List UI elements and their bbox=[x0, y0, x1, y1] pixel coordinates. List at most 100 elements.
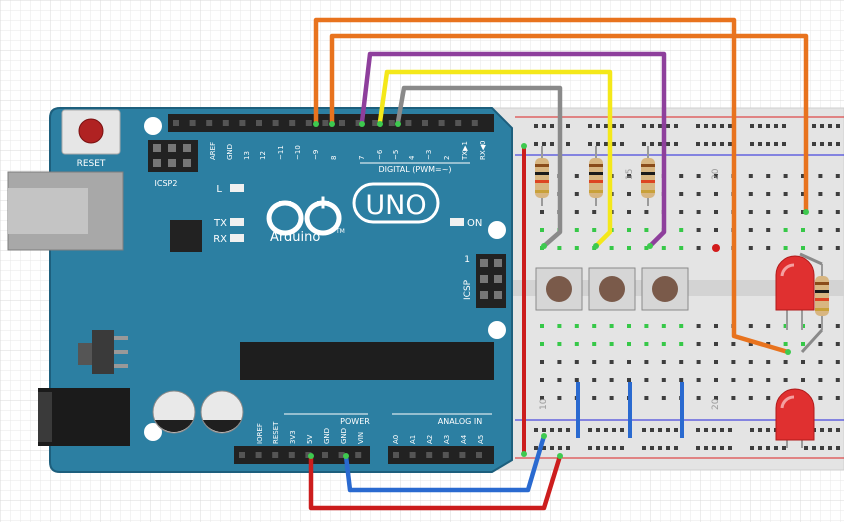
breadboard-hole[interactable] bbox=[728, 142, 732, 146]
breadboard-hole[interactable] bbox=[620, 142, 624, 146]
breadboard-hole[interactable] bbox=[766, 396, 771, 400]
breadboard-hole[interactable] bbox=[766, 360, 771, 364]
header-pin[interactable] bbox=[239, 120, 246, 126]
breadboard-hole[interactable] bbox=[627, 228, 631, 232]
breadboard-hole[interactable] bbox=[542, 428, 546, 432]
breadboard-hole[interactable] bbox=[758, 124, 762, 128]
breadboard-hole[interactable] bbox=[766, 378, 771, 382]
breadboard-hole[interactable] bbox=[748, 192, 753, 196]
breadboard-hole[interactable] bbox=[642, 124, 646, 128]
breadboard-hole[interactable] bbox=[714, 174, 718, 178]
breadboard-hole[interactable] bbox=[828, 142, 832, 146]
breadboard-hole[interactable] bbox=[820, 124, 824, 128]
breadboard-hole[interactable] bbox=[720, 142, 724, 146]
breadboard-hole[interactable] bbox=[696, 192, 701, 196]
breadboard-hole[interactable] bbox=[835, 228, 840, 232]
breadboard-hole[interactable] bbox=[783, 210, 788, 214]
breadboard-hole[interactable] bbox=[731, 378, 736, 382]
breadboard-hole[interactable] bbox=[783, 342, 788, 346]
breadboard-hole[interactable] bbox=[750, 428, 754, 432]
breadboard-hole[interactable] bbox=[731, 342, 736, 346]
breadboard-hole[interactable] bbox=[748, 396, 753, 400]
breadboard-hole[interactable] bbox=[748, 378, 753, 382]
breadboard-hole[interactable] bbox=[696, 142, 700, 146]
breadboard-hole[interactable] bbox=[783, 174, 788, 178]
breadboard-hole[interactable] bbox=[534, 142, 538, 146]
breadboard-hole[interactable] bbox=[748, 228, 753, 232]
breadboard-hole[interactable] bbox=[818, 228, 823, 232]
breadboard-hole[interactable] bbox=[566, 142, 570, 146]
breadboard-hole[interactable] bbox=[596, 446, 600, 450]
breadboard-hole[interactable] bbox=[650, 124, 654, 128]
breadboard-hole[interactable] bbox=[783, 378, 788, 382]
breadboard-hole[interactable] bbox=[758, 428, 762, 432]
breadboard-hole[interactable] bbox=[592, 342, 597, 346]
breadboard-hole[interactable] bbox=[818, 360, 823, 364]
breadboard-hole[interactable] bbox=[644, 246, 649, 250]
breadboard-hole[interactable] bbox=[679, 246, 684, 250]
breadboard-hole[interactable] bbox=[766, 246, 771, 250]
breadboard-hole[interactable] bbox=[627, 174, 631, 178]
breadboard-hole[interactable] bbox=[534, 124, 538, 128]
breadboard-hole[interactable] bbox=[766, 210, 771, 214]
reset-button-cap[interactable] bbox=[78, 118, 104, 144]
breadboard-hole[interactable] bbox=[644, 396, 649, 400]
breadboard-hole[interactable] bbox=[748, 246, 753, 250]
breadboard-hole[interactable] bbox=[748, 342, 753, 346]
breadboard-hole[interactable] bbox=[596, 124, 600, 128]
breadboard-hole[interactable] bbox=[612, 428, 616, 432]
header-pin[interactable] bbox=[442, 452, 449, 458]
breadboard-hole[interactable] bbox=[766, 124, 770, 128]
breadboard-hole[interactable] bbox=[731, 396, 736, 400]
breadboard-hole[interactable] bbox=[766, 228, 771, 232]
breadboard-hole[interactable] bbox=[558, 446, 562, 450]
breadboard-hole[interactable] bbox=[666, 124, 670, 128]
breadboard-hole[interactable] bbox=[696, 396, 701, 400]
breadboard-hole[interactable] bbox=[627, 324, 631, 328]
breadboard-hole[interactable] bbox=[550, 142, 554, 146]
breadboard-hole[interactable] bbox=[588, 428, 592, 432]
breadboard-hole[interactable] bbox=[835, 246, 840, 250]
breadboard-hole[interactable] bbox=[774, 142, 778, 146]
breadboard-hole[interactable] bbox=[627, 378, 631, 382]
breadboard-hole[interactable] bbox=[835, 378, 840, 382]
breadboard-hole[interactable] bbox=[835, 210, 840, 214]
breadboard-hole[interactable] bbox=[835, 174, 840, 178]
breadboard-hole[interactable] bbox=[661, 378, 666, 382]
header-pin[interactable] bbox=[409, 452, 416, 458]
breadboard-hole[interactable] bbox=[609, 378, 614, 382]
breadboard-hole[interactable] bbox=[714, 360, 718, 364]
breadboard-hole[interactable] bbox=[679, 324, 684, 328]
header-pin[interactable] bbox=[372, 120, 379, 126]
breadboard-hole[interactable] bbox=[627, 246, 631, 250]
breadboard-hole[interactable] bbox=[550, 446, 554, 450]
header-pin[interactable] bbox=[388, 120, 395, 126]
breadboard-hole[interactable] bbox=[534, 446, 538, 450]
breadboard-hole[interactable] bbox=[540, 324, 544, 328]
breadboard-hole[interactable] bbox=[542, 124, 546, 128]
pushbutton-1[interactable] bbox=[535, 267, 583, 311]
breadboard-hole[interactable] bbox=[679, 228, 684, 232]
breadboard-hole[interactable] bbox=[661, 342, 666, 346]
breadboard-hole[interactable] bbox=[836, 446, 840, 450]
breadboard-hole[interactable] bbox=[728, 428, 732, 432]
breadboard-hole[interactable] bbox=[720, 446, 724, 450]
header-pin[interactable] bbox=[422, 120, 428, 126]
breadboard-hole[interactable] bbox=[558, 428, 562, 432]
breadboard-hole[interactable] bbox=[812, 124, 816, 128]
breadboard-hole[interactable] bbox=[557, 246, 562, 250]
breadboard-hole[interactable] bbox=[714, 396, 718, 400]
header-pin[interactable] bbox=[288, 452, 295, 458]
breadboard-hole[interactable] bbox=[818, 192, 823, 196]
breadboard-hole[interactable] bbox=[666, 428, 670, 432]
breadboard-hole[interactable] bbox=[566, 124, 570, 128]
breadboard-hole[interactable] bbox=[557, 378, 562, 382]
breadboard-hole[interactable] bbox=[714, 210, 718, 214]
breadboard-hole[interactable] bbox=[758, 446, 762, 450]
breadboard-hole[interactable] bbox=[801, 360, 805, 364]
breadboard-hole[interactable] bbox=[679, 210, 684, 214]
breadboard-hole[interactable] bbox=[766, 174, 771, 178]
breadboard-hole[interactable] bbox=[704, 142, 708, 146]
header-pin[interactable] bbox=[355, 120, 362, 126]
breadboard-hole[interactable] bbox=[534, 428, 538, 432]
